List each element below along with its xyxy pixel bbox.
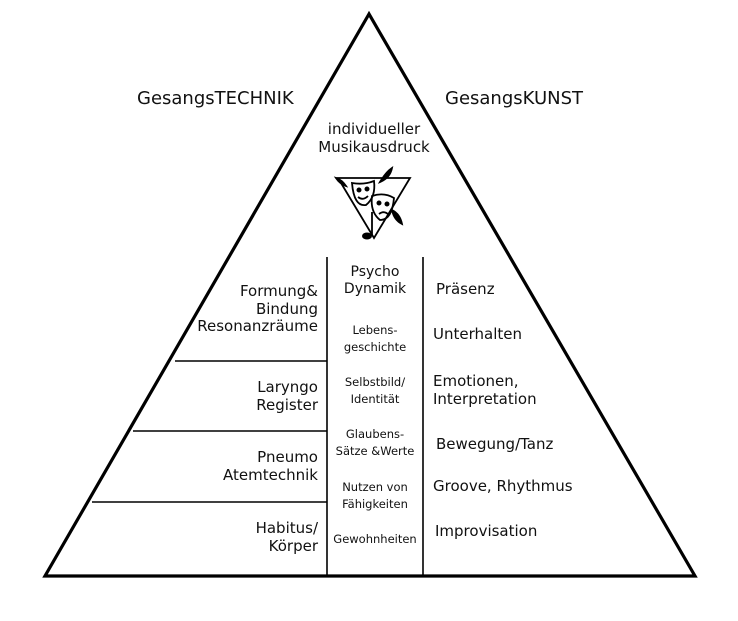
technik-item-line: Körper [268, 536, 318, 555]
psycho-item: Selbstbild/ Identität [327, 374, 423, 409]
psycho-item-line: Glaubens- [345, 427, 405, 441]
psycho-item-line: Dynamik [343, 280, 407, 297]
technik-item-line: Resonanzräume [197, 317, 318, 336]
kunst-item-line: Unterhalten [433, 325, 522, 343]
kunst-item: Emotionen, Interpretation [433, 372, 537, 408]
kunst-item: Bewegung/Tanz [436, 435, 554, 454]
kunst-item-line: Emotionen, [433, 372, 519, 390]
psycho-item-line: Fähigkeiten [342, 497, 408, 512]
apex-line-2: Musikausdruck [318, 137, 430, 156]
kunst-item-line: Interpretation [433, 389, 537, 408]
kunst-item-line: Groove, Rhythmus [433, 477, 573, 495]
technik-item: Habitus/ Körper [168, 519, 318, 555]
kunst-item-line: Bewegung/Tanz [436, 435, 554, 453]
psycho-item-line: geschichte [343, 340, 407, 355]
kunst-item-line: Improvisation [435, 522, 538, 540]
technik-item-line: Formung& [239, 282, 318, 300]
kunst-item-line: Präsenz [436, 280, 495, 298]
psycho-item-line: Psycho [350, 264, 400, 280]
apex-line-1: individueller [327, 120, 421, 138]
technik-item-line: Register [256, 395, 318, 414]
psycho-item: Glaubens- Sätze &Werte [327, 426, 423, 461]
kunst-item: Groove, Rhythmus [433, 477, 573, 496]
apex-label: individueller Musikausdruck [309, 120, 439, 156]
pyramid-outline [42, 10, 698, 578]
psycho-item-line: Selbstbild/ [344, 375, 406, 389]
kunst-item: Improvisation [435, 522, 538, 541]
technik-item-line: Pneumo [257, 448, 318, 466]
technik-item: Formung& Bindung Resonanzräume [168, 282, 318, 336]
psycho-item-line: Nutzen von [342, 480, 408, 494]
psycho-item-line: Gewohnheiten [333, 532, 417, 546]
psycho-item-line: Lebens- [352, 323, 398, 337]
kunst-item: Unterhalten [433, 325, 522, 344]
technik-item-line: Atemtechnik [223, 465, 318, 484]
kunst-item: Präsenz [436, 280, 495, 299]
psycho-item: Gewohnheiten [327, 531, 423, 548]
psycho-item-line: Sätze &Werte [335, 444, 415, 459]
music-masks-emblem-icon [333, 166, 412, 240]
psycho-item: Psycho Dynamik [327, 264, 423, 297]
header-technik: GesangsTECHNIK [137, 88, 294, 109]
technik-item-line: Habitus/ [255, 519, 318, 537]
technik-item-line: Laryngo [257, 378, 318, 396]
technik-item: Laryngo Register [168, 378, 318, 414]
psycho-item: Nutzen von Fähigkeiten [327, 479, 423, 514]
technik-item-line: Bindung [255, 299, 318, 318]
psycho-item: Lebens- geschichte [327, 322, 423, 357]
technik-item: Pneumo Atemtechnik [168, 448, 318, 484]
psycho-item-line: Identität [350, 392, 400, 407]
header-kunst: GesangsKUNST [445, 88, 584, 109]
